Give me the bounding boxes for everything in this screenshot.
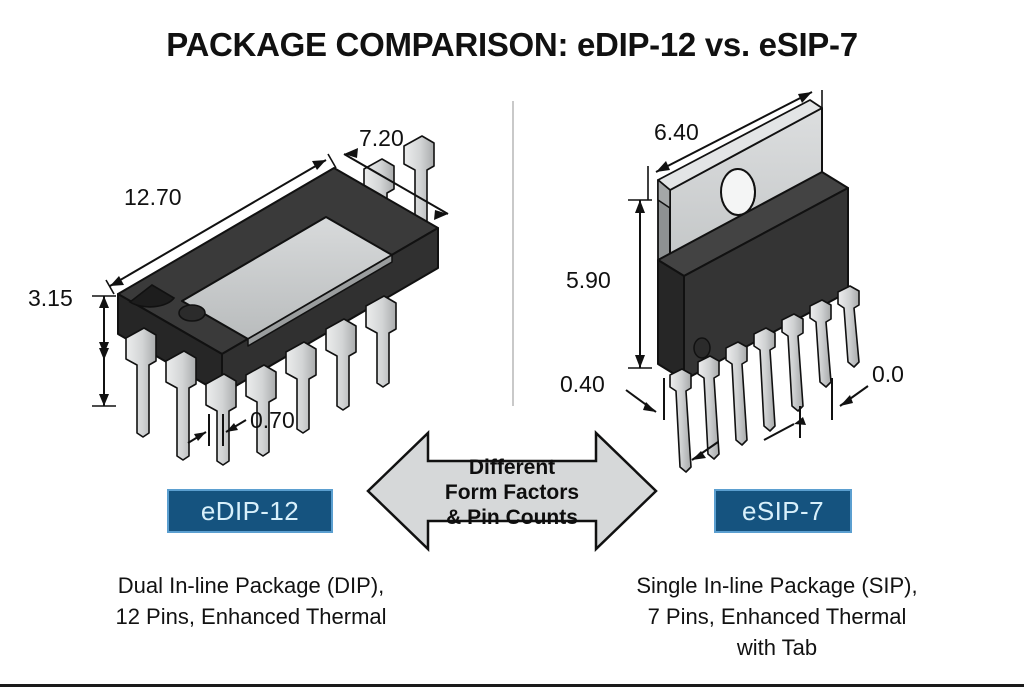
sip-mounting-hole-shadow	[749, 175, 756, 209]
page-title: PACKAGE COMPARISON: eDIP-12 vs. eSIP-7	[166, 26, 858, 63]
dim-pinwidth-0-70	[187, 414, 247, 446]
dim-height-3-15	[92, 295, 116, 407]
dip-label-window-edge	[247, 254, 393, 347]
caption-sip-line-3: with Tab	[736, 635, 818, 660]
edip-12-package-drawing: 12.70 7.20 3.15 0.70	[28, 125, 449, 466]
dip-front-pin-row	[125, 295, 397, 466]
sip-mounting-hole	[719, 168, 757, 216]
dim-sipheight-label: 5.90	[566, 267, 611, 293]
caption-sip-line-2: 7 Pins, Enhanced Thermal	[647, 604, 907, 629]
caption-dip-line-2: 12 Pins, Enhanced Thermal	[115, 604, 387, 629]
dim-sipheight-5-90	[628, 199, 652, 369]
dim-length-label: 12.70	[124, 184, 182, 210]
caption-dip-line-1: Dual In-line Package (DIP),	[117, 573, 385, 598]
esip-7-package-drawing: 6.40 5.90 0.40 0.0	[560, 90, 904, 473]
dim-width-label: 7.20	[359, 125, 404, 151]
comparison-double-arrow	[366, 430, 658, 552]
dim-sipwidth-6-40	[647, 90, 823, 200]
caption-sip-line-1: Single In-line Package (SIP),	[636, 573, 918, 598]
sip-tab-chamfer	[657, 179, 671, 209]
badge-edip-12: eDIP-12	[167, 489, 333, 533]
dim-length-12-70	[105, 153, 337, 295]
dim-height-label: 3.15	[28, 285, 73, 311]
sip-body-front-face	[657, 259, 685, 381]
dip-pin1-dot	[178, 304, 206, 322]
sip-pin-row	[669, 285, 860, 473]
dim-datum-0-0	[763, 378, 869, 441]
center-divider	[512, 101, 514, 406]
dim-width-7-20	[343, 148, 449, 220]
dim-pinoffset-label: 0.40	[560, 371, 605, 397]
caption-edip-12: Dual In-line Package (DIP), 12 Pins, Enh…	[46, 570, 456, 632]
sip-marker-dot	[693, 337, 711, 359]
dip-pin1-notch	[128, 284, 176, 308]
dim-sipwidth-label: 6.40	[654, 119, 699, 145]
badge-esip-7: eSIP-7	[714, 489, 852, 533]
dim-pinwidth-label: 0.70	[250, 407, 295, 433]
caption-esip-7: Single In-line Package (SIP), 7 Pins, En…	[572, 570, 982, 663]
dim-pinoffset-0-40	[625, 378, 719, 461]
dim-datum-label: 0.0	[872, 361, 904, 387]
